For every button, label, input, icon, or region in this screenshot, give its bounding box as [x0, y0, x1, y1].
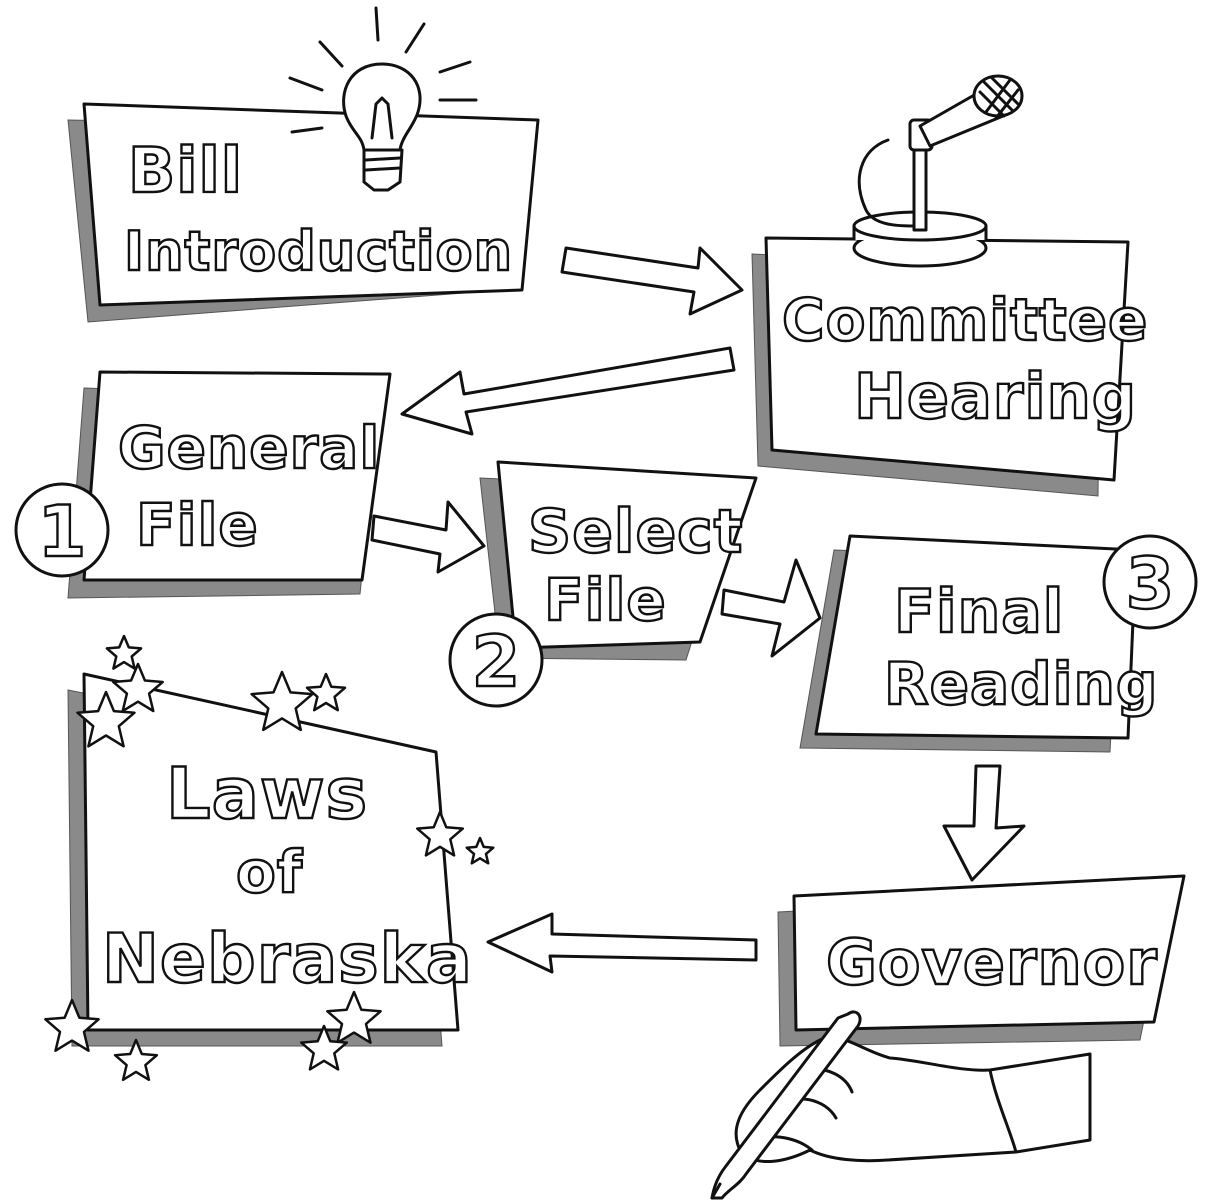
governor-line1: Governor	[826, 926, 1158, 999]
lightbulb-icon	[288, 6, 478, 192]
star-icon	[44, 998, 100, 1052]
step-governor: Governor	[777, 874, 1186, 1047]
hand-with-pen-icon	[710, 1010, 1092, 1200]
final-reading-badge: 3	[1126, 543, 1175, 625]
step-badge-3: 3	[1102, 534, 1198, 630]
committee-hearing-line1: Committee	[782, 286, 1148, 354]
star-icon	[305, 672, 347, 712]
select-file-line2: File	[544, 566, 667, 634]
arrow-final-to-governor	[942, 764, 1026, 882]
final-reading-line2: Reading	[884, 650, 1158, 718]
laws-of-nebraska-line1: Laws	[166, 753, 368, 835]
step-committee-hearing: Committee Hearing	[751, 236, 1148, 497]
star-icon	[250, 670, 314, 732]
step-general-file: General File 1	[14, 370, 392, 599]
step-badge-1: 1	[14, 482, 110, 578]
star-icon	[105, 634, 143, 670]
bill-introduction-line2: Introduction	[124, 220, 513, 283]
general-file-line2: File	[136, 491, 259, 559]
arrow-bill-to-committee	[560, 246, 744, 316]
step-badge-2: 2	[448, 612, 544, 708]
laws-of-nebraska-line2: of	[236, 838, 303, 906]
star-icon	[415, 810, 465, 857]
step-bill-introduction: Bill Introduction	[67, 102, 540, 323]
select-file-line1: Select	[528, 497, 743, 567]
arrow-general-to-select	[370, 500, 486, 574]
arrow-select-to-final	[720, 558, 822, 658]
stars-icon	[44, 634, 495, 1082]
committee-hearing-line2: Hearing	[854, 360, 1137, 433]
select-file-badge: 2	[472, 621, 521, 703]
bill-introduction-line1: Bill	[128, 134, 243, 207]
star-icon	[465, 836, 495, 865]
arrow-governor-to-laws	[486, 912, 758, 974]
star-icon	[76, 690, 136, 748]
step-select-file: Select File 2	[448, 460, 758, 708]
star-icon	[112, 662, 164, 713]
star-icon	[299, 1024, 349, 1071]
arrow-committee-to-general	[400, 346, 736, 436]
microphone-icon	[852, 74, 1024, 268]
laws-of-nebraska-line3: Nebraska	[102, 920, 473, 999]
star-icon	[113, 1038, 159, 1082]
step-final-reading: Final Reading 3	[799, 534, 1198, 753]
final-reading-line1: Final	[894, 577, 1064, 647]
general-file-line1: General	[118, 414, 380, 482]
step-laws-of-nebraska: Laws of Nebraska	[67, 672, 473, 1047]
general-file-badge: 1	[38, 491, 87, 573]
star-icon	[326, 990, 382, 1044]
